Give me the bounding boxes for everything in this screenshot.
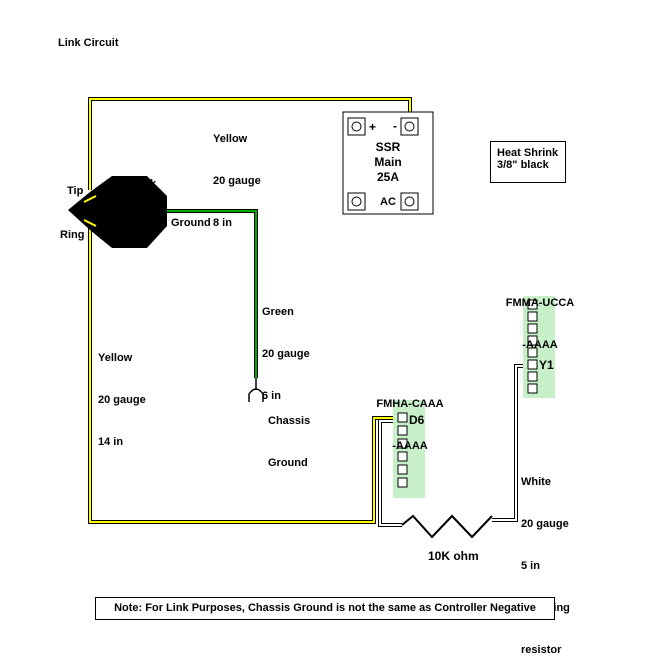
tip-contact bbox=[83, 195, 97, 203]
resistor-label: 10K ohm bbox=[428, 549, 479, 563]
fmha-connector bbox=[393, 400, 425, 498]
circuit-drawing bbox=[68, 97, 555, 539]
d6-pin-label: D6 bbox=[409, 413, 425, 427]
ground-label: Ground bbox=[171, 217, 211, 229]
ssr-plus-label: + bbox=[369, 120, 377, 134]
fmma-connector bbox=[523, 296, 555, 398]
ssr-ac-label: AC bbox=[380, 196, 396, 208]
yellow-top-label: Yellow 20 gauge 8 in bbox=[213, 133, 261, 229]
resistor-symbol bbox=[401, 514, 493, 539]
diagram-title: Link Circuit bbox=[58, 37, 119, 49]
link-jack-label: Link Jack (rear) bbox=[105, 178, 157, 232]
heat-shrink-box: Heat Shrink 3/8" black bbox=[490, 141, 566, 183]
ssr-minus-label: - bbox=[393, 119, 397, 133]
chassis-ground-label: Chassis Ground bbox=[268, 415, 311, 469]
white-wire-label: White 20 gauge 5 in including resistor bbox=[521, 476, 570, 656]
green-wire-label: Green 20 gauge 6 in bbox=[262, 306, 310, 402]
yellow-left-label: Yellow 20 gauge 14 in bbox=[98, 352, 146, 448]
ring-contact bbox=[83, 219, 97, 227]
chassis-ground-icon bbox=[248, 378, 264, 402]
tip-label: Tip bbox=[67, 185, 84, 197]
fmha-label: FMHA-CAAA -AAAA bbox=[376, 398, 444, 452]
white-wire bbox=[378, 364, 528, 527]
note-box: Note: For Link Purposes, Chassis Ground … bbox=[95, 597, 555, 620]
ssr-terminal bbox=[347, 117, 419, 211]
yellow-wire-top bbox=[88, 97, 412, 190]
yellow-wire-left bbox=[88, 226, 398, 524]
note-text: Note: For Link Purposes, Chassis Ground … bbox=[114, 602, 536, 614]
fmma-label: FMMA-UCCA -AAAA bbox=[505, 297, 575, 351]
ring-label: Ring bbox=[60, 229, 85, 241]
link-jack-body bbox=[68, 176, 167, 248]
y1-pin-label: Y1 bbox=[539, 358, 554, 372]
ssr-label: SSR Main 25A bbox=[374, 140, 402, 184]
